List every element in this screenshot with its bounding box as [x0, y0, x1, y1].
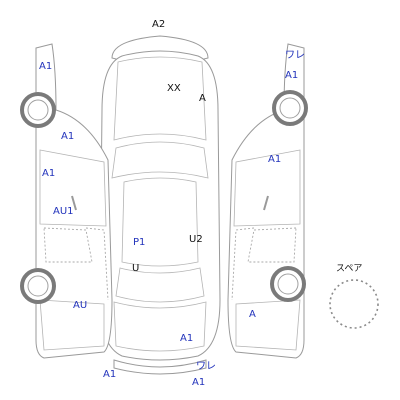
- left-front-rim: [27, 99, 49, 121]
- mark-rear-bumper-2: A1: [192, 377, 206, 388]
- right-door-handle: [263, 195, 269, 211]
- mark-rear-bumper-1: ワレ: [196, 361, 216, 372]
- rear-bumper-outline: [113, 359, 207, 375]
- mark-roof-3: U: [132, 263, 140, 274]
- rear-window-outline: [115, 267, 205, 303]
- right-front-door-outline: [233, 149, 301, 227]
- mark-trunk: A1: [180, 333, 194, 344]
- mark-right-front-fender-2: A1: [285, 70, 299, 81]
- car-top-view: [99, 35, 221, 375]
- mark-front-bumper: A2: [152, 19, 166, 30]
- left-rear-quarter-outline: [39, 299, 105, 351]
- left-rear-door-outline: [43, 227, 93, 263]
- left-rocker-outline: [85, 227, 109, 301]
- windshield-outline: [111, 141, 209, 179]
- mark-roof-2: U2: [189, 234, 203, 245]
- mark-left-rear-quarter: AU: [73, 300, 88, 311]
- mark-hood-2: A: [199, 93, 206, 104]
- right-rear-rim: [277, 273, 299, 295]
- mark-right-rear-quarter: A: [249, 309, 256, 320]
- trunk-outline: [113, 301, 207, 352]
- mark-left-front-door: A1: [42, 168, 56, 179]
- mark-right-front-fender-1: ワレ: [285, 50, 305, 61]
- mark-right-front-door: A1: [268, 154, 282, 165]
- spare-tire-outline: [329, 279, 379, 329]
- mark-roof-1: P1: [133, 237, 146, 248]
- right-rear-door-outline: [247, 227, 297, 263]
- right-front-rim: [279, 97, 301, 119]
- mark-left-a-pillar: A1: [61, 131, 75, 142]
- right-rear-quarter-outline: [235, 299, 301, 351]
- mark-left-rear-corner: A1: [103, 369, 117, 380]
- mark-hood-1: XX: [167, 83, 181, 94]
- left-rear-rim: [27, 275, 49, 297]
- right-rocker-outline: [231, 227, 255, 301]
- car-right-side-view: [227, 43, 308, 359]
- car-left-side-view: [20, 43, 113, 359]
- spare-tire-label: スペア: [336, 264, 363, 274]
- left-front-door-outline: [39, 149, 107, 227]
- roof-outline: [121, 177, 199, 267]
- hood-outline: [113, 56, 207, 141]
- mark-left-front-fender: A1: [39, 61, 53, 72]
- mark-left-rocker: AU1: [53, 206, 74, 217]
- left-door-handle: [71, 195, 77, 211]
